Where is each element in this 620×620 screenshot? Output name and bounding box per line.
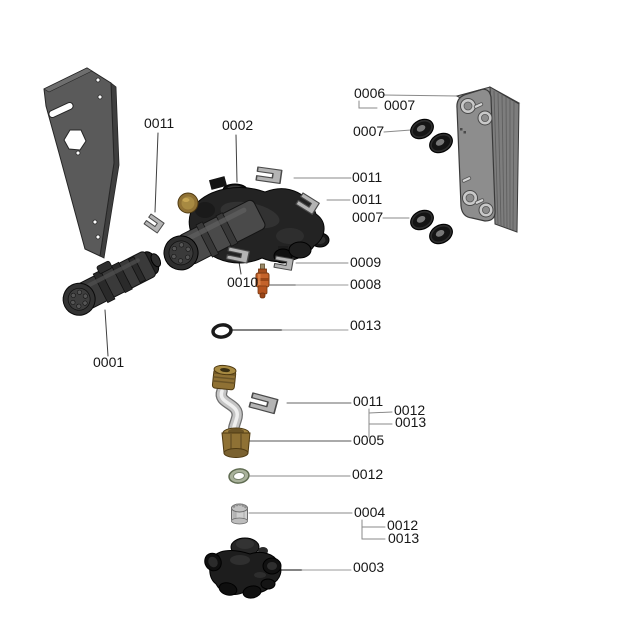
- filter-plug: [231, 503, 248, 525]
- motor-assembly: [62, 251, 162, 316]
- part-label-0011-2: 0011: [352, 169, 383, 185]
- part-label-0003: 0003: [353, 559, 385, 575]
- part-label-0011-1: 0011: [144, 115, 175, 131]
- valve-brass-cap: [177, 192, 199, 214]
- retaining-clip-1: [143, 213, 165, 234]
- exchanger-plate-stripes: [493, 90, 515, 231]
- part-label-0012-3: 0012: [387, 517, 419, 533]
- part-label-0013-1: 0013: [350, 317, 382, 333]
- mounting-bracket: [43, 67, 120, 259]
- part-label-0005: 0005: [353, 432, 385, 448]
- heat-exchanger: [455, 86, 521, 233]
- part-label-0013-2: 0013: [395, 414, 427, 430]
- o-ring: [211, 323, 233, 339]
- sensor-cartridge: [255, 263, 270, 299]
- bracket-screw-holes: [75, 77, 103, 240]
- fiber-washer: [228, 468, 250, 484]
- part-label-0001: 0001: [93, 354, 125, 370]
- manifold-assembly: [204, 537, 282, 599]
- pipe-bottom-nut: [221, 427, 251, 458]
- part-label-0004: 0004: [354, 504, 386, 520]
- part-label-0007-3: 0007: [352, 209, 384, 225]
- leader-lines: [104, 94, 458, 571]
- part-label-0012-1: 0012: [394, 402, 426, 418]
- part-label-0007-1: 0007: [384, 97, 416, 113]
- bracket-hex-hole: [63, 129, 87, 151]
- part-label-0013-3: 0013: [388, 530, 420, 546]
- part-label-0009: 0009: [350, 254, 382, 270]
- part-label-0011-3: 0011: [352, 191, 383, 207]
- part-label-0007-2: 0007: [353, 123, 385, 139]
- part-label-0012-2: 0012: [352, 466, 384, 482]
- part-label-0010: 0010: [227, 274, 259, 290]
- exchanger-ports: [460, 98, 494, 218]
- part-label-0011-4: 0011: [353, 393, 384, 409]
- valve-motor-cylinder: [163, 199, 266, 271]
- part-label-0008: 0008: [350, 276, 382, 292]
- pipe-assembly: [211, 364, 251, 458]
- exchanger-bolt-slots: [461, 102, 485, 205]
- retaining-clip-2: [255, 166, 283, 185]
- retaining-clip-6: [248, 392, 279, 415]
- part-label-0006: 0006: [354, 85, 386, 101]
- pipe-top-fitting: [211, 364, 237, 391]
- part-label-0002: 0002: [222, 117, 254, 133]
- bracket-slot: [48, 101, 74, 119]
